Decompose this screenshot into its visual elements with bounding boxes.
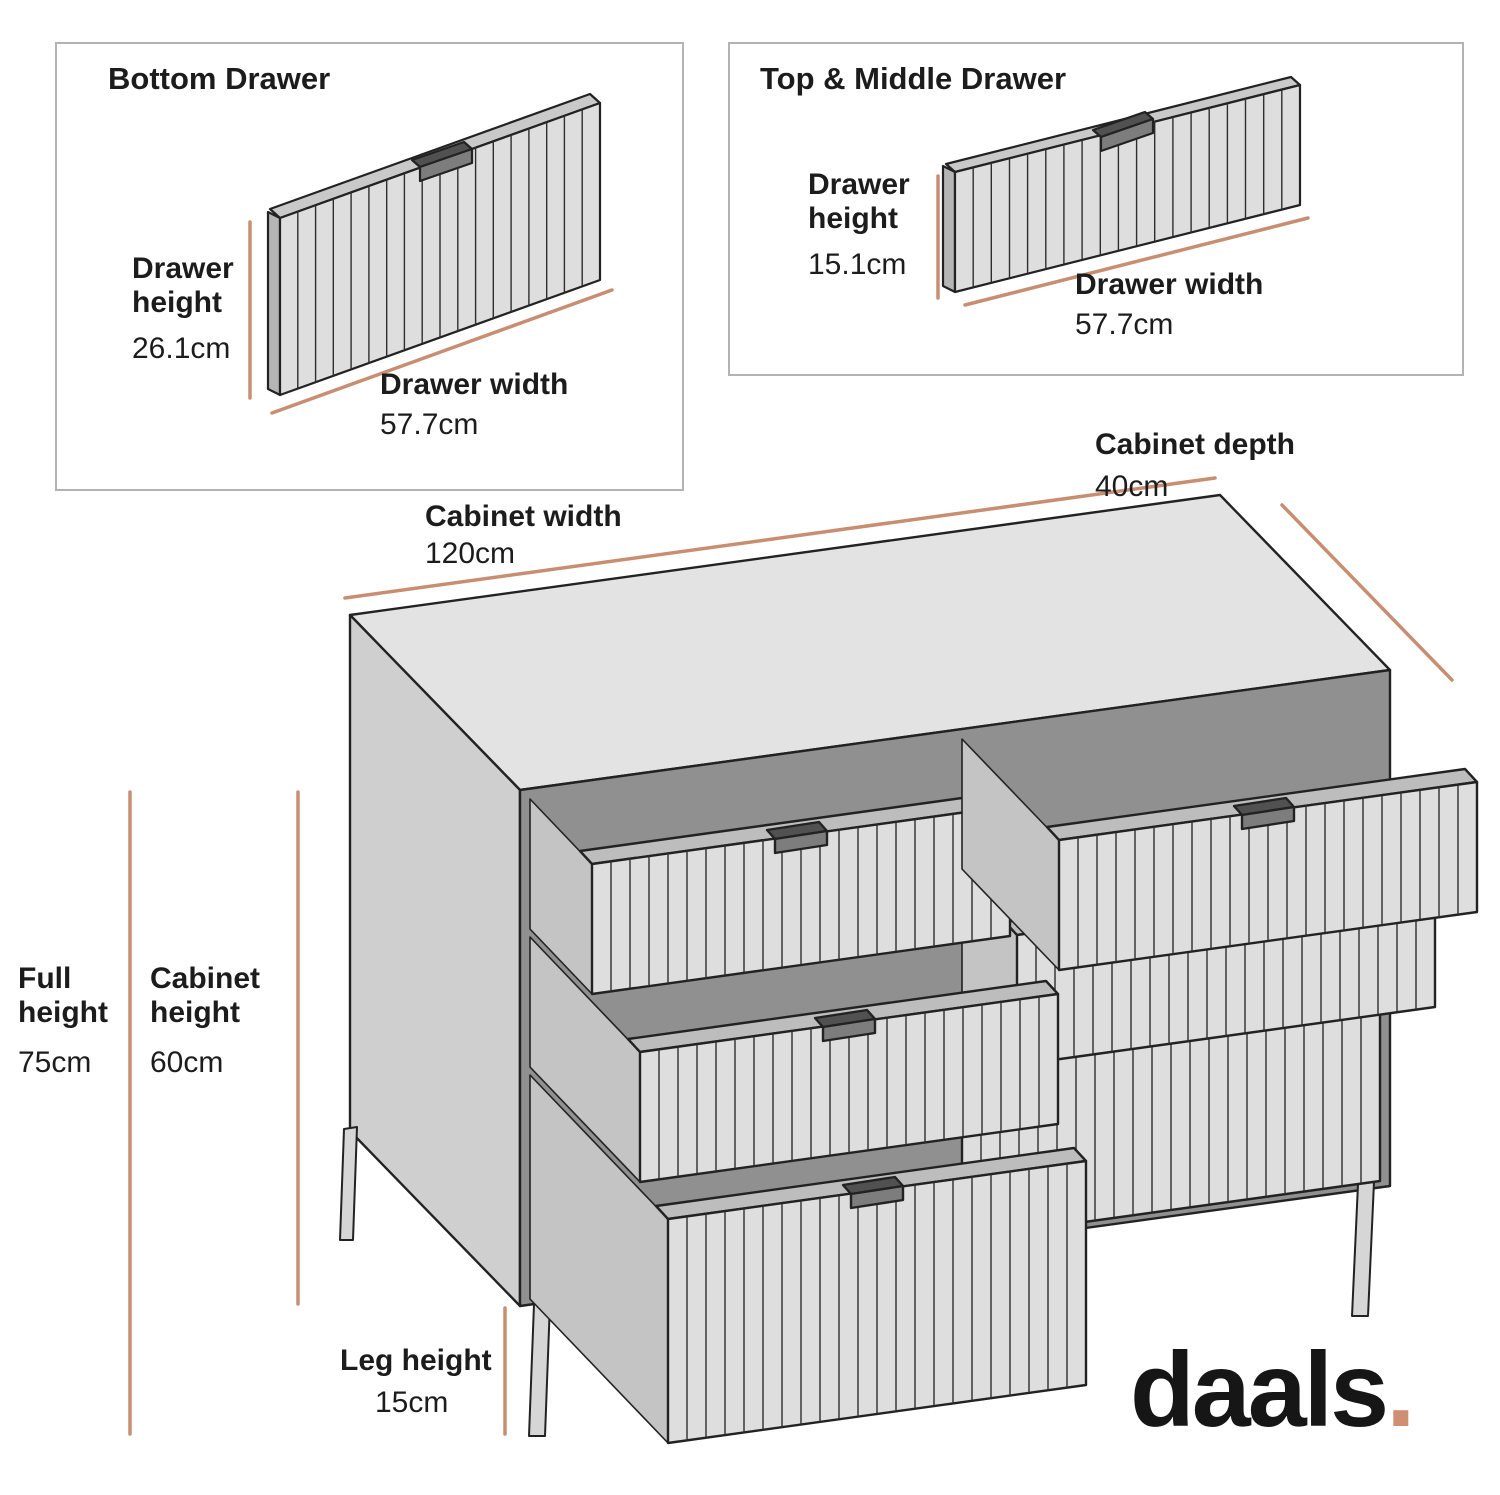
top-middle-drawer-inset-dimension-lines <box>936 174 1310 307</box>
drawer-panel-front <box>953 83 1302 294</box>
brand-logo: daals. <box>1130 1330 1416 1451</box>
bottom-drawer-width-value: 57.7cm <box>380 408 479 441</box>
bottom-drawer-inset-box <box>55 42 684 491</box>
full-height-label: Full height <box>18 962 108 1029</box>
bottom-drawer-height-value: 26.1cm <box>132 332 231 365</box>
drawer-handle <box>1240 805 1296 831</box>
bottom-drawer-width-label: Drawer width <box>380 368 569 401</box>
drawer-handle <box>773 829 829 855</box>
cabinet-art <box>339 493 1479 1445</box>
cabinet-width-value: 120cm <box>425 537 516 570</box>
cabinet-width-dimension-line <box>343 476 1217 600</box>
brand-logo-dot: . <box>1386 1331 1416 1449</box>
drawer-handle <box>849 1184 905 1210</box>
cabinet-depth-label: Cabinet depth <box>1095 428 1295 461</box>
drawer-width-dimension-line <box>270 288 614 415</box>
cabinet-width-label: Cabinet width <box>425 500 622 533</box>
drawer-handle <box>418 147 474 183</box>
cabinet-leg-front-left <box>528 1301 551 1437</box>
cabinet-leg-back-left <box>339 1126 358 1241</box>
top-middle-drawer-inset-box <box>728 42 1464 376</box>
cabinet-dimension-lines <box>128 476 1454 1436</box>
drawer-top-left <box>529 791 1012 996</box>
drawer-handle <box>821 1017 877 1043</box>
top-middle-drawer-inset-art <box>941 75 1302 294</box>
top-middle-drawer-width-value: 57.7cm <box>1075 308 1174 341</box>
drawer-bottom-left <box>529 1074 1088 1445</box>
cabinet-height-label: Cabinet height <box>150 962 261 1029</box>
drawer-middle-left <box>529 936 1060 1184</box>
drawer-top-right <box>961 738 1479 972</box>
leg-height-label: Leg height <box>340 1344 492 1377</box>
cabinet-leg-front-right <box>1351 1181 1375 1317</box>
top-middle-drawer-title: Top & Middle Drawer <box>760 61 1067 96</box>
drawer-width-dimension-line <box>963 216 1310 307</box>
brand-logo-text: daals <box>1130 1331 1389 1449</box>
top-middle-drawer-width-label: Drawer width <box>1075 268 1264 301</box>
bottom-drawer-inset-art <box>266 92 602 397</box>
cabinet-depth-dimension-line <box>1280 503 1454 682</box>
bottom-drawer-height-label: Drawer height <box>132 252 234 319</box>
cabinet-depth-value: 40cm <box>1095 470 1169 503</box>
top-middle-drawer-height-value: 15.1cm <box>808 248 907 281</box>
full-height-value: 75cm <box>18 1046 92 1079</box>
drawer-handle <box>1099 117 1155 153</box>
bottom-drawer-inset-dimension-lines <box>248 220 614 415</box>
leg-height-value: 15cm <box>375 1386 449 1419</box>
cabinet-height-value: 60cm <box>150 1046 224 1079</box>
bottom-drawer-title: Bottom Drawer <box>108 61 331 96</box>
top-middle-drawer-height-label: Drawer height <box>808 168 910 235</box>
